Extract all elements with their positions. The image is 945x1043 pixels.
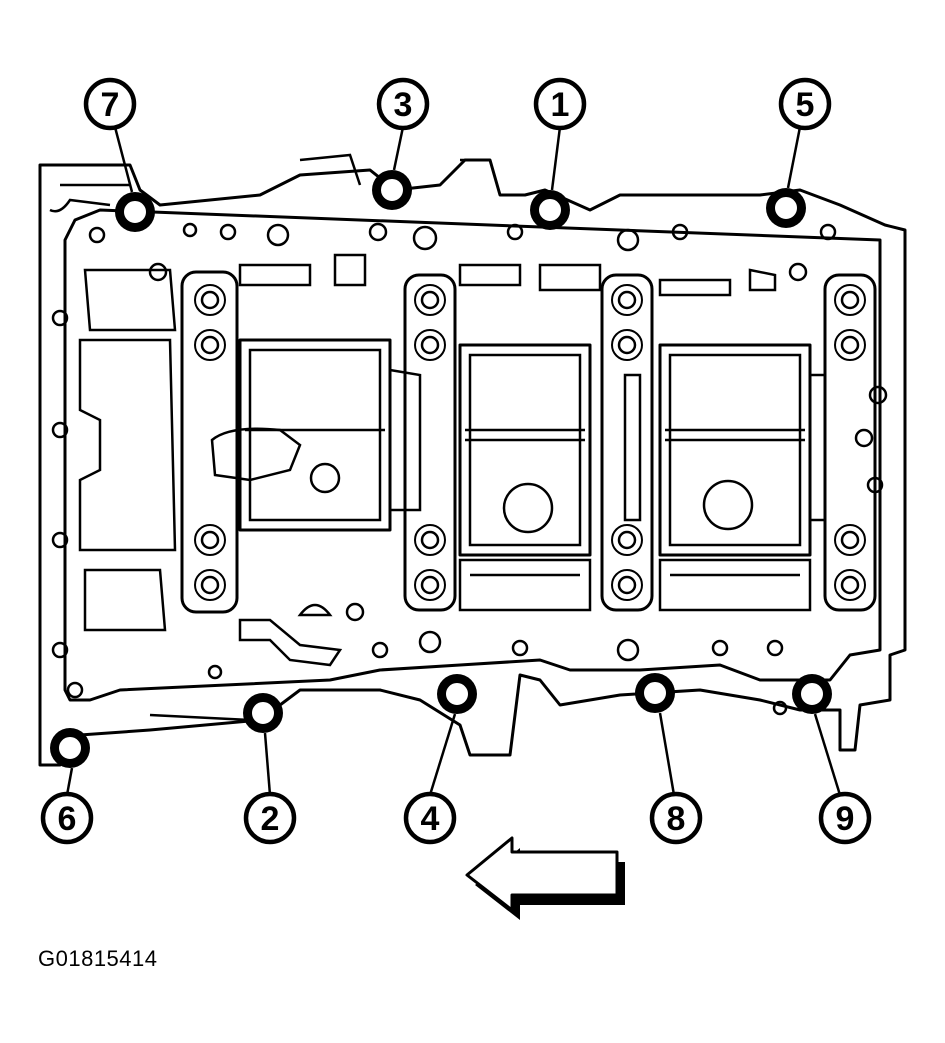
- bolt-7: [115, 192, 155, 232]
- figure-id: G01815414: [38, 946, 158, 971]
- bolt-4: [437, 674, 477, 714]
- callout-2: 2: [243, 791, 297, 845]
- callout-number: 3: [394, 86, 413, 124]
- numbered-bolts: [50, 170, 832, 768]
- bolt-2: [243, 693, 283, 733]
- callout-1: 1: [533, 77, 587, 131]
- callout-number: 2: [261, 800, 280, 838]
- callout-number: 6: [58, 800, 77, 838]
- bearing-cap-1: [180, 270, 422, 614]
- callout-number: 8: [667, 800, 686, 838]
- callout-number: 4: [421, 800, 440, 838]
- bolt-5: [766, 188, 806, 228]
- cap-bolts: [194, 284, 866, 601]
- callout-7: 7: [83, 77, 137, 131]
- callout-6: 6: [40, 791, 94, 845]
- bolt-8: [635, 673, 675, 713]
- callout-number: 7: [101, 86, 120, 124]
- bearing-cap-3: [600, 273, 812, 612]
- callout-5: 5: [778, 77, 832, 131]
- callout-number: 5: [796, 86, 815, 124]
- bearing-cap-2: [403, 273, 592, 612]
- callout-number: 9: [836, 800, 855, 838]
- dowel-holes: [51, 222, 888, 716]
- bolt-1: [530, 190, 570, 230]
- callout-8: 8: [649, 791, 703, 845]
- bearing-cap-4: [810, 273, 877, 612]
- callout-9: 9: [818, 791, 872, 845]
- leader-lines: [65, 126, 842, 796]
- bolt-6: [50, 728, 90, 768]
- callout-4: 4: [403, 791, 457, 845]
- bearing-cap-frame: [63, 208, 882, 702]
- bolt-3: [372, 170, 412, 210]
- callout-number: 1: [551, 86, 570, 124]
- bolt-9: [792, 674, 832, 714]
- case-outline: [38, 153, 907, 767]
- left-arrow-icon: [465, 836, 625, 920]
- callout-3: 3: [376, 77, 430, 131]
